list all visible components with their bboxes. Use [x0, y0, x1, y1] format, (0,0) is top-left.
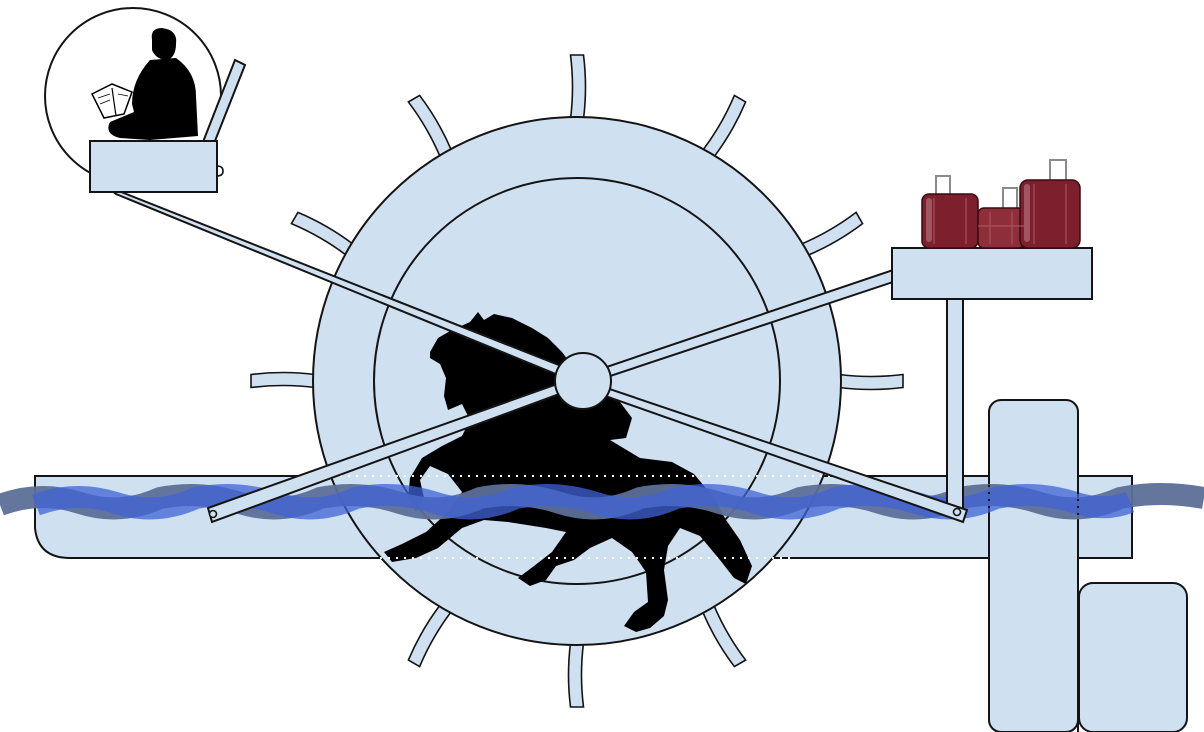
wheel-paddle	[567, 642, 585, 708]
platform-support-post	[946, 297, 964, 515]
tower-upper	[988, 399, 1079, 732]
tower-lower-block	[1078, 582, 1188, 732]
pivot-pin-left	[208, 509, 218, 519]
wheel-paddle	[799, 211, 864, 257]
wheel-paddle	[250, 371, 316, 389]
pivot-pin-right	[952, 507, 962, 517]
luggage-icon	[921, 159, 1081, 249]
water-band	[32, 483, 1135, 520]
horse-silhouette-icon	[384, 312, 752, 632]
tower-hidden-lines	[988, 478, 1079, 556]
person-reading-icon	[90, 28, 198, 140]
wheel-paddle	[290, 211, 355, 257]
wheel-paddle	[701, 94, 747, 159]
seat-hinge	[216, 165, 224, 177]
wheel-paddle	[701, 603, 747, 668]
wheel-paddle	[407, 603, 453, 668]
wheel-paddle	[407, 94, 453, 159]
luggage-platform	[891, 247, 1093, 300]
wheel-paddle	[569, 54, 587, 120]
seat-platform	[89, 140, 218, 193]
wheel-paddle	[838, 373, 904, 391]
wheel-hub	[554, 352, 612, 410]
hidden-lines	[340, 475, 830, 559]
